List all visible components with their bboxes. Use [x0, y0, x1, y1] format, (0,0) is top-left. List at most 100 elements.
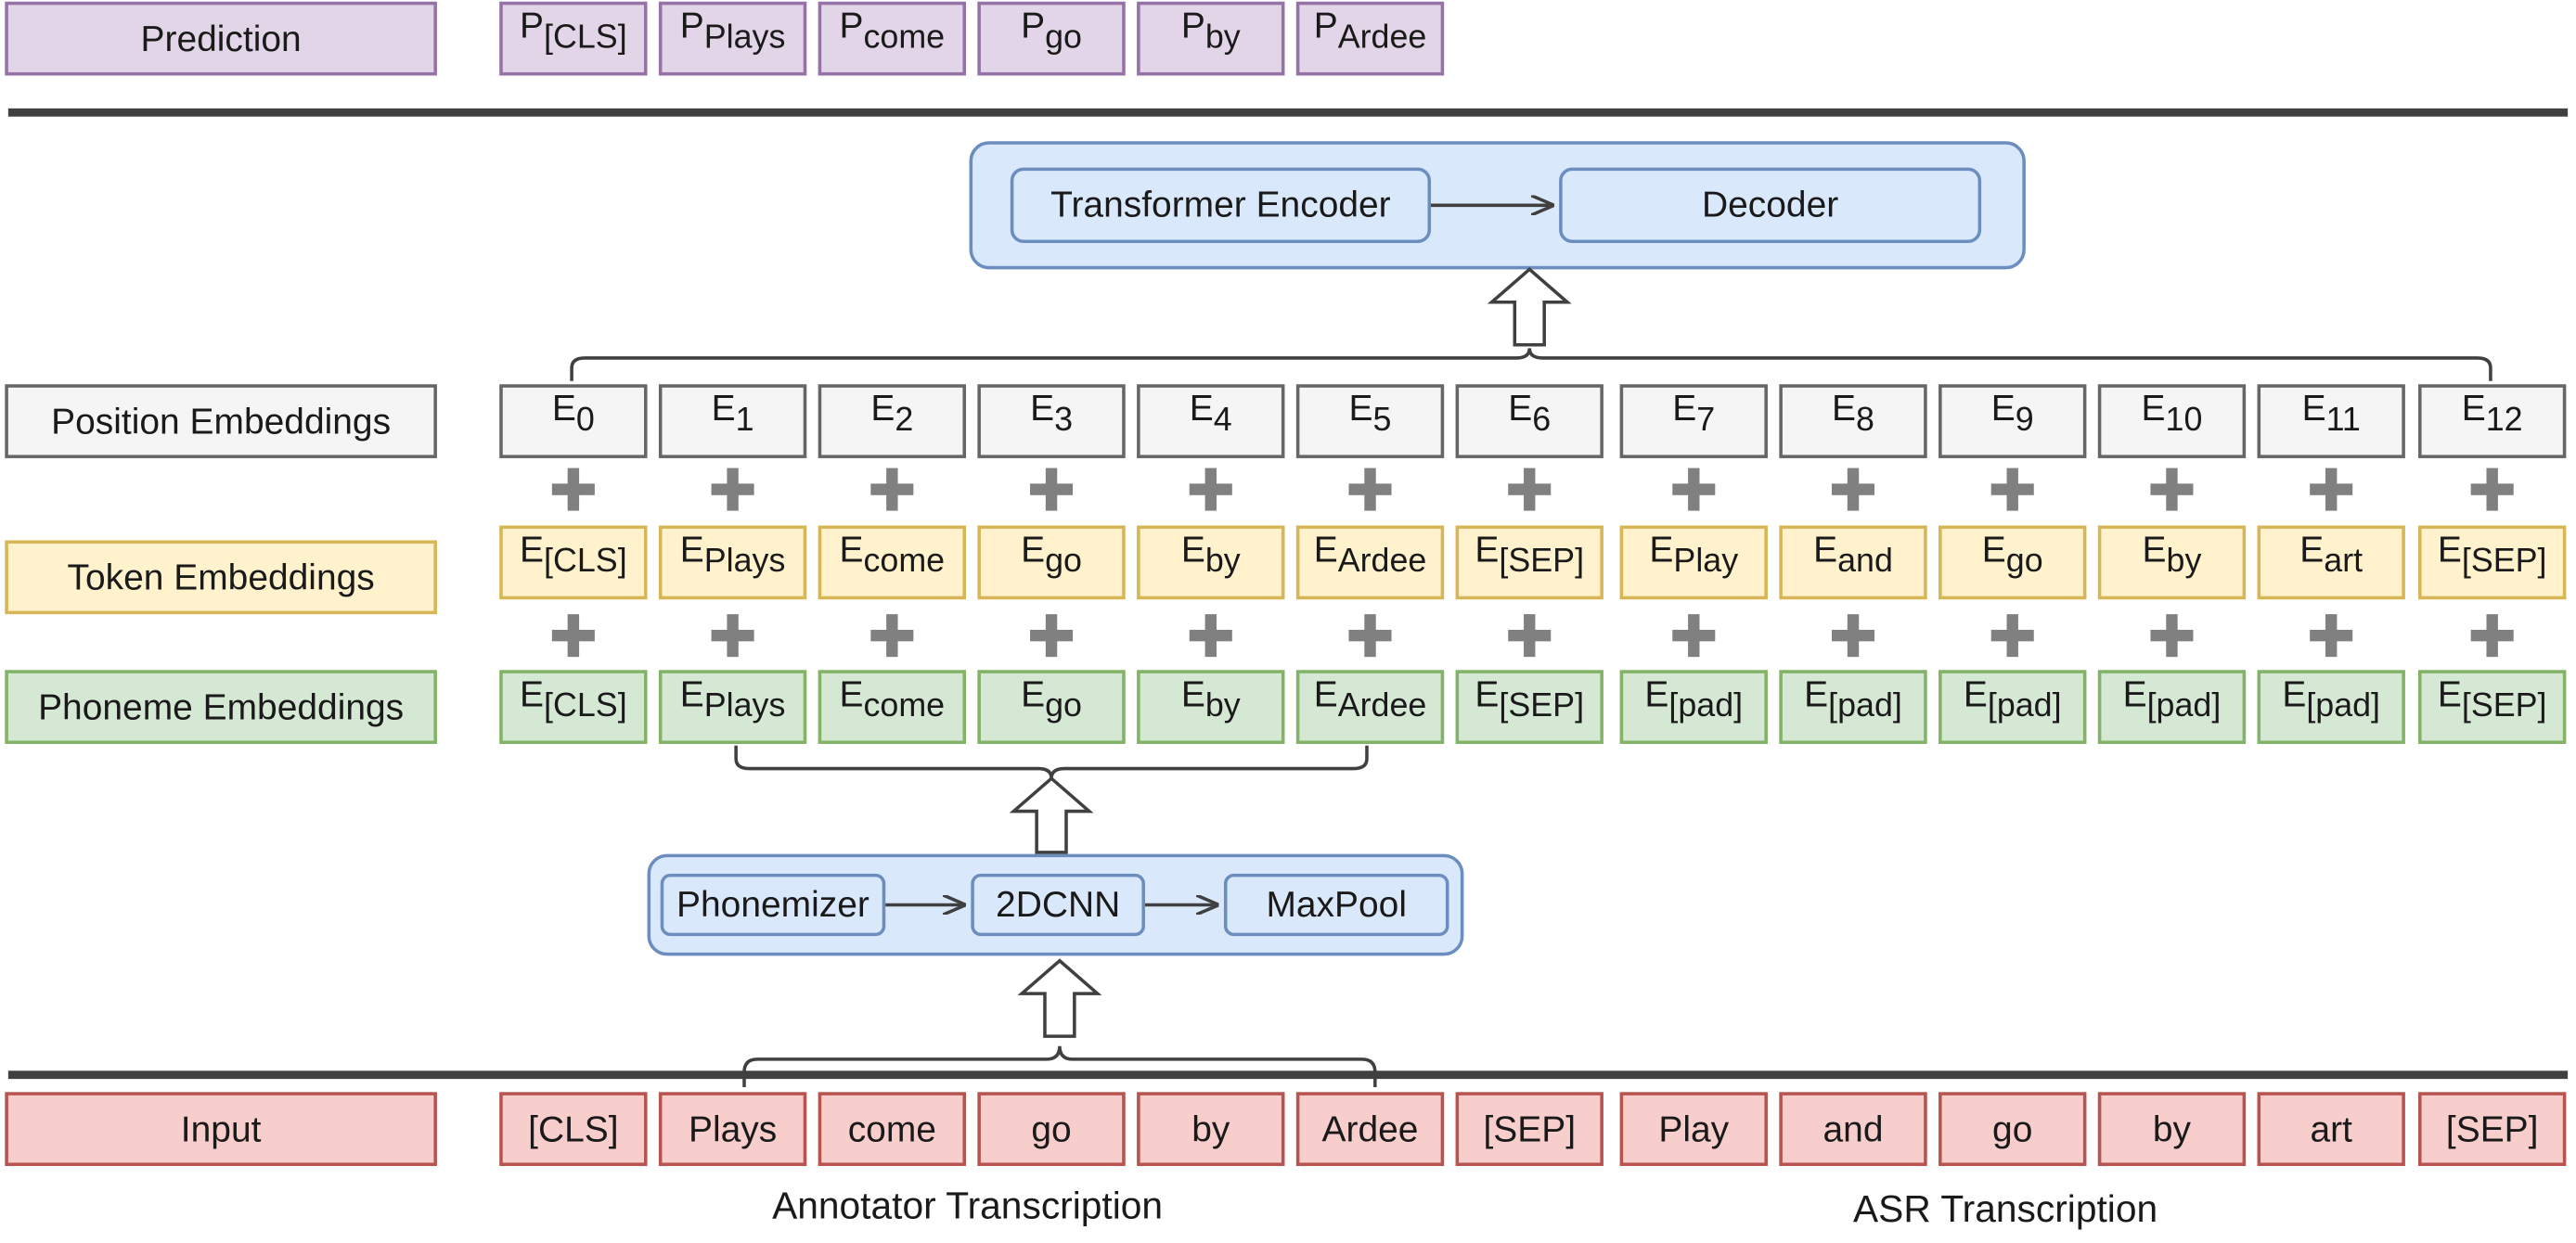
phoneme-embeddings-label: Phoneme Embeddings: [5, 670, 437, 744]
symbol-letter: E: [2141, 387, 2166, 429]
subscript-label: 10: [2165, 402, 2203, 439]
phoneme-embedding-cell: E[pad]: [2097, 670, 2247, 744]
subscript-label: [pad]: [2146, 687, 2222, 724]
phoneme-embedding-cell: E[SEP]: [1455, 670, 1604, 744]
symbol-letter: P: [839, 4, 864, 46]
symbol-letter: E: [1508, 387, 1533, 429]
subscript-label: go: [1045, 687, 1082, 724]
subscript-label: 3: [1054, 402, 1074, 439]
subscript-label: 7: [1696, 402, 1716, 439]
position-embeddings-label: Position Embeddings: [5, 384, 437, 458]
plus-icon: [1990, 468, 2034, 511]
symbol-letter: E: [679, 673, 704, 714]
subscript-label: 12: [2485, 402, 2523, 439]
symbol-letter: E: [1963, 673, 1988, 714]
plus-icon: [1672, 468, 1716, 511]
symbol-letter: E: [1180, 673, 1205, 714]
input-token-cell: Plays: [658, 1092, 807, 1166]
subscript-label: by: [2166, 544, 2202, 580]
plus-icon: [1508, 468, 1552, 511]
symbol-letter: E: [2282, 673, 2307, 714]
subscript-label: 9: [2015, 402, 2034, 439]
symbol-letter: E: [1313, 528, 1338, 570]
plus-icon: [2150, 468, 2194, 511]
token-embedding-cell: E[CLS]: [499, 525, 648, 600]
plus-icon: [2310, 614, 2353, 658]
prediction-label: Prediction: [5, 1, 437, 76]
symbol-letter: P: [1313, 4, 1338, 46]
symbol-letter: E: [2437, 673, 2462, 714]
symbol-letter: E: [2437, 528, 2462, 570]
subscript-label: Ardee: [1337, 687, 1427, 724]
subscript-label: [CLS]: [544, 544, 627, 580]
plus-icon: [1348, 468, 1392, 511]
symbol-letter: E: [1804, 673, 1829, 714]
embeddings-to-encoder-arrow: [1487, 266, 1572, 347]
symbol-letter: E: [520, 673, 545, 714]
subscript-label: and: [1837, 544, 1893, 580]
subscript-label: Plays: [703, 687, 786, 724]
symbol-letter: E: [839, 528, 864, 570]
symbol-letter: E: [1030, 387, 1055, 429]
symbol-letter: P: [679, 4, 704, 46]
symbol-letter: E: [1180, 528, 1205, 570]
symbol-letter: E: [1990, 387, 2016, 429]
subscript-label: 8: [1856, 402, 1874, 439]
plus-icon: [551, 468, 595, 511]
symbol-letter: E: [1313, 673, 1338, 714]
symbol-letter: E: [679, 528, 704, 570]
symbol-letter: E: [1021, 673, 1046, 714]
subscript-label: by: [1204, 687, 1241, 724]
input-brace: [742, 1045, 1377, 1088]
subscript-label: Ardee: [1337, 544, 1427, 580]
subscript-label: 6: [1532, 402, 1552, 439]
symbol-letter: E: [1475, 673, 1500, 714]
plus-icon: [1831, 614, 1875, 658]
subscript-label: [pad]: [1668, 687, 1744, 724]
subscript-label: go: [1045, 19, 1082, 57]
input-token-cell: come: [818, 1092, 966, 1166]
symbol-letter: P: [1180, 4, 1205, 46]
plus-icon: [2310, 468, 2353, 511]
subscript-label: Play: [1673, 544, 1739, 580]
symbol-letter: E: [1644, 673, 1669, 714]
symbol-letter: E: [2122, 673, 2147, 714]
subscript-label: 11: [2325, 402, 2361, 439]
subscript-label: [SEP]: [1499, 687, 1585, 724]
symbol-letter: E: [870, 387, 895, 429]
subscript-label: by: [1204, 544, 1241, 580]
symbol-letter: E: [1649, 528, 1674, 570]
input-token-cell: Ardee: [1295, 1092, 1445, 1166]
symbol-letter: E: [2461, 387, 2486, 429]
decoder-box: Decoder: [1559, 167, 1982, 244]
input-token-cell: go: [1938, 1092, 2087, 1166]
phoneme-embedding-cell: E[pad]: [2257, 670, 2405, 744]
subscript-label: [pad]: [1987, 687, 2062, 724]
subscript-label: come: [863, 19, 946, 57]
plus-icon: [1189, 468, 1232, 511]
plus-icon: [2470, 468, 2514, 511]
symbol-letter: E: [1021, 528, 1046, 570]
plus-icon: [870, 614, 914, 658]
plus-icon: [1030, 614, 1074, 658]
phoneme-embedding-cell: E[pad]: [1619, 670, 1768, 744]
2dcnn-box: 2DCNN: [971, 873, 1145, 937]
input-token-cell: and: [1779, 1092, 1927, 1166]
plus-icon: [2150, 614, 2194, 658]
subscript-label: [SEP]: [1499, 544, 1585, 580]
